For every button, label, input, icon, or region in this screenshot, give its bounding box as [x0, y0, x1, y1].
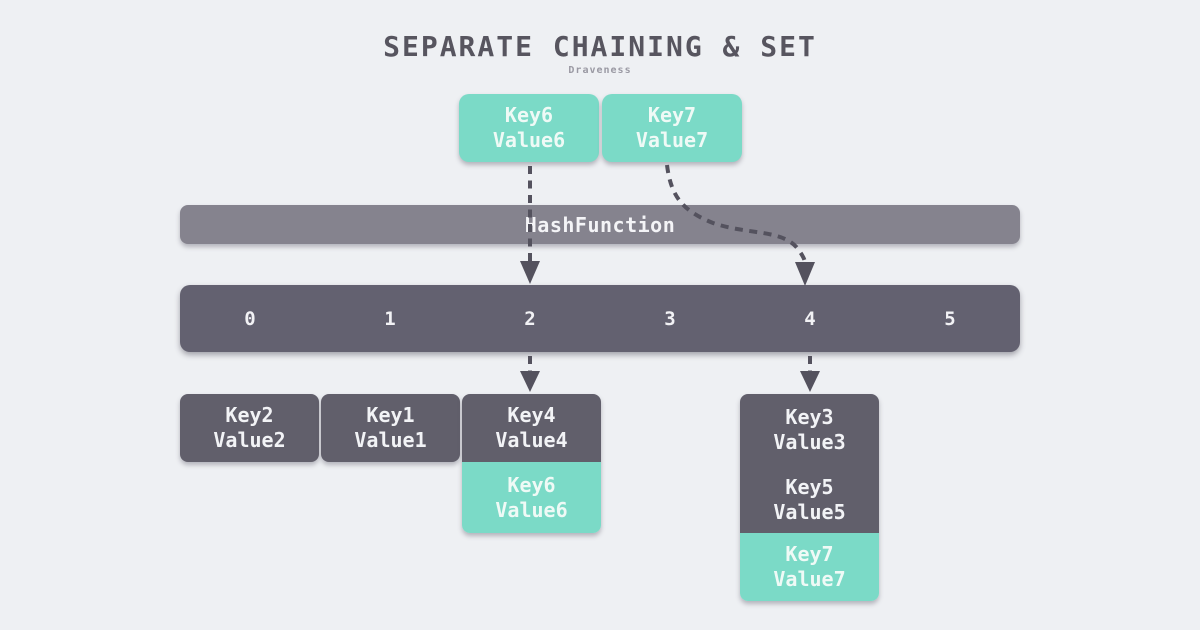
bucket-cell-3: 3: [600, 285, 740, 352]
value-label: Value4: [495, 428, 568, 452]
value-label: Value2: [213, 428, 286, 452]
key-label: Key2: [225, 403, 274, 427]
dashed-arrow-bucket2-to-chain: [520, 356, 540, 392]
chain-entry-key4: Key4 Value4: [462, 394, 601, 462]
bucket-cell-5: 5: [880, 285, 1020, 352]
key-label: Key7: [785, 542, 834, 566]
page-title: SEPARATE CHAINING & SET: [383, 30, 817, 63]
key-label: Key1: [366, 403, 415, 427]
bucket-index: 5: [944, 307, 956, 330]
chain-entry-key7-highlight: Key7 Value7: [740, 533, 879, 601]
chain-entries-key3-key5: Key3 Value3 Key5 Value5: [740, 394, 879, 533]
bucket-cell-1: 1: [320, 285, 460, 352]
dashed-arrow-bucket4-to-chain: [800, 356, 820, 392]
page-subtitle: Draveness: [568, 65, 632, 76]
hash-function-label: HashFunction: [524, 212, 676, 237]
value-label: Value6: [495, 497, 568, 522]
chain-entry-key2: Key2 Value2: [180, 394, 319, 462]
bucket-index: 3: [664, 307, 676, 330]
bucket-cell-4: 4: [740, 285, 880, 352]
chain-entry-key5: Key5 Value5: [773, 475, 845, 525]
key-label: Key7: [647, 103, 697, 127]
key-label: Key6: [504, 103, 554, 127]
key-label: Key5: [785, 475, 834, 499]
chain-entry-key1: Key1 Value1: [321, 394, 460, 462]
key-label: Key4: [507, 403, 556, 427]
chain-entry-key6-highlight: Key6 Value6: [462, 462, 601, 533]
incoming-key6-box: Key6 Value6: [459, 94, 599, 162]
incoming-key7-box: Key7 Value7: [602, 94, 742, 162]
bucket-index: 2: [524, 307, 536, 330]
key-label: Key6: [507, 472, 556, 497]
hash-function-bar: HashFunction: [180, 205, 1020, 244]
bucket-index: 0: [244, 307, 256, 330]
bucket-array-bar: 0 1 2 3 4 5: [180, 285, 1020, 352]
value-label: Value7: [773, 567, 846, 591]
value-label: Value7: [635, 128, 709, 152]
value-label: Value5: [773, 500, 846, 524]
chain-column-bucket4: Key3 Value3 Key5 Value5 Key7 Value7: [740, 394, 879, 601]
bucket-index: 1: [384, 307, 396, 330]
value-label: Value1: [354, 428, 427, 452]
bucket-cell-2: 2: [460, 285, 600, 352]
bucket-cell-0: 0: [180, 285, 320, 352]
value-label: Value3: [773, 430, 846, 454]
chain-column-bucket2: Key4 Value4 Key6 Value6: [462, 394, 601, 533]
key-label: Key3: [785, 405, 834, 429]
chain-entry-key3: Key3 Value3: [773, 405, 845, 455]
value-label: Value6: [492, 128, 566, 152]
bucket-index: 4: [804, 307, 816, 330]
